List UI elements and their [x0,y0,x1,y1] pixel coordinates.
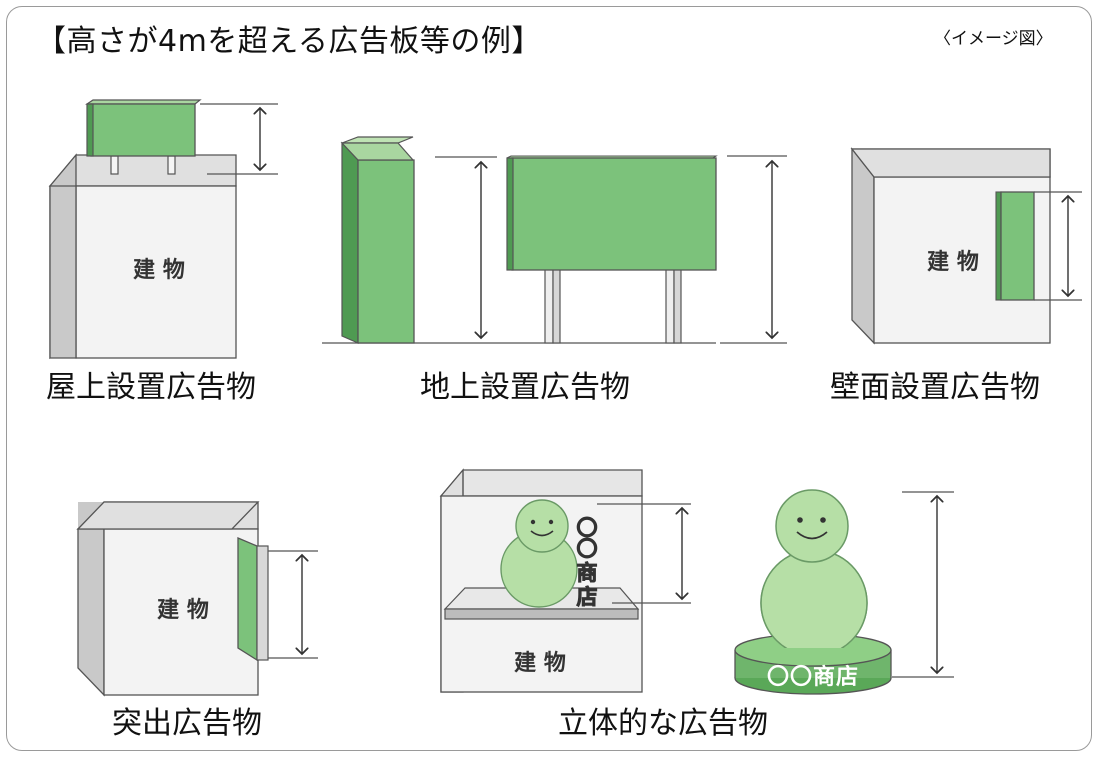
projecting-building-label: 建 物 [157,597,209,623]
wall-sign-diagram: 建 物 [850,147,1082,345]
caption-threed: 立体的な広告物 [558,706,768,741]
page-title: 【高さが4mを超える広告板等の例】 [36,24,542,59]
shop-label-char-3: 商 [577,561,598,585]
shop-label-char-4: 店 [577,585,598,609]
rooftop-building-label: 建 物 [133,257,185,283]
shop-label-base: 〇〇商店 [767,664,859,690]
shop-label-char-1: 〇 [577,516,598,540]
caption-rooftop: 屋上設置広告物 [46,370,256,405]
image-note: 〈イメージ図〉 [934,29,1053,49]
rooftop-sign-diagram: 建 物 [48,99,278,360]
caption-projecting: 突出広告物 [112,706,262,741]
projecting-sign-diagram: 建 物 [76,501,318,697]
wall-building-label: 建 物 [927,249,979,275]
threed-building-label: 建 物 [514,650,566,676]
ground-sign-diagram [322,136,787,344]
caption-wall: 壁面設置広告物 [830,370,1040,405]
caption-ground: 地上設置広告物 [420,370,630,405]
panel-frame [6,6,1092,751]
three-d-sign-diagram: 〇 〇 商 店 建 物 〇〇商店 [439,468,954,695]
shop-label-char-2: 〇 [577,537,598,561]
